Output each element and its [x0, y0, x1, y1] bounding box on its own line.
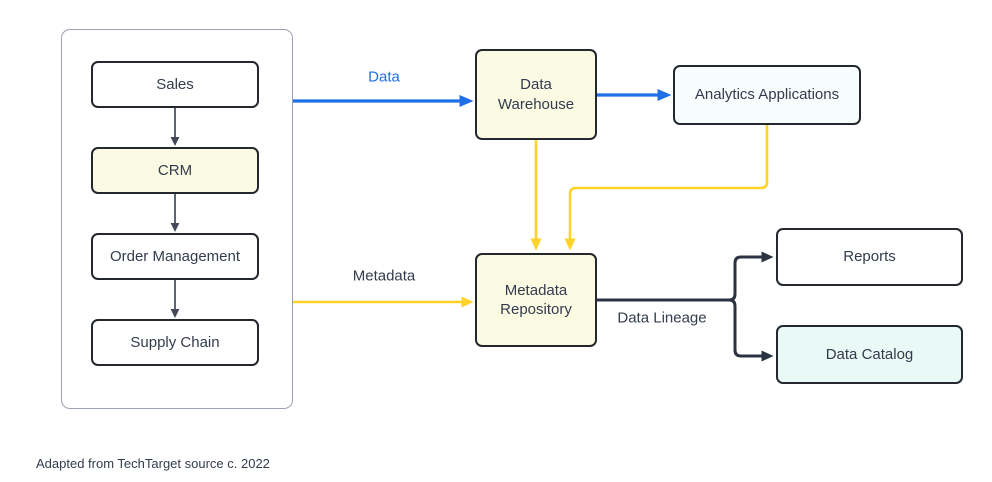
- node-supply-chain-label: Supply Chain: [130, 333, 220, 351]
- node-sales: Sales: [91, 61, 259, 108]
- node-reports: Reports: [776, 228, 963, 286]
- node-analytics-applications: Analytics Applications: [673, 65, 861, 125]
- node-crm: CRM: [91, 147, 259, 194]
- node-data-catalog-label: Data Catalog: [825, 345, 914, 363]
- node-analytics-applications-label: Analytics Applications: [694, 86, 840, 104]
- node-supply-chain: Supply Chain: [91, 319, 259, 366]
- source-caption: Adapted from TechTarget source c. 2022: [36, 456, 270, 471]
- node-crm-label: CRM: [157, 161, 193, 179]
- repository-to-reports-arrow: [597, 251, 774, 302]
- node-sales-label: Sales: [156, 75, 194, 93]
- node-metadata-repository: Metadata Repository: [475, 253, 597, 347]
- node-data-catalog: Data Catalog: [776, 325, 963, 384]
- analytics-to-repository-arrow: [564, 125, 769, 251]
- node-order-management-label: Order Management: [109, 247, 241, 265]
- node-data-warehouse: Data Warehouse: [475, 49, 597, 140]
- edge-label-data-lineage: Data Lineage: [617, 309, 707, 327]
- node-order-management: Order Management: [91, 233, 259, 280]
- repository-to-catalog-arrow: [597, 298, 774, 362]
- node-metadata-repository-label: Metadata Repository: [500, 281, 572, 319]
- node-reports-label: Reports: [843, 248, 896, 266]
- node-data-warehouse-label: Data Warehouse: [497, 76, 575, 113]
- edge-label-data: Data: [368, 68, 400, 86]
- edge-label-metadata: Metadata: [352, 267, 416, 285]
